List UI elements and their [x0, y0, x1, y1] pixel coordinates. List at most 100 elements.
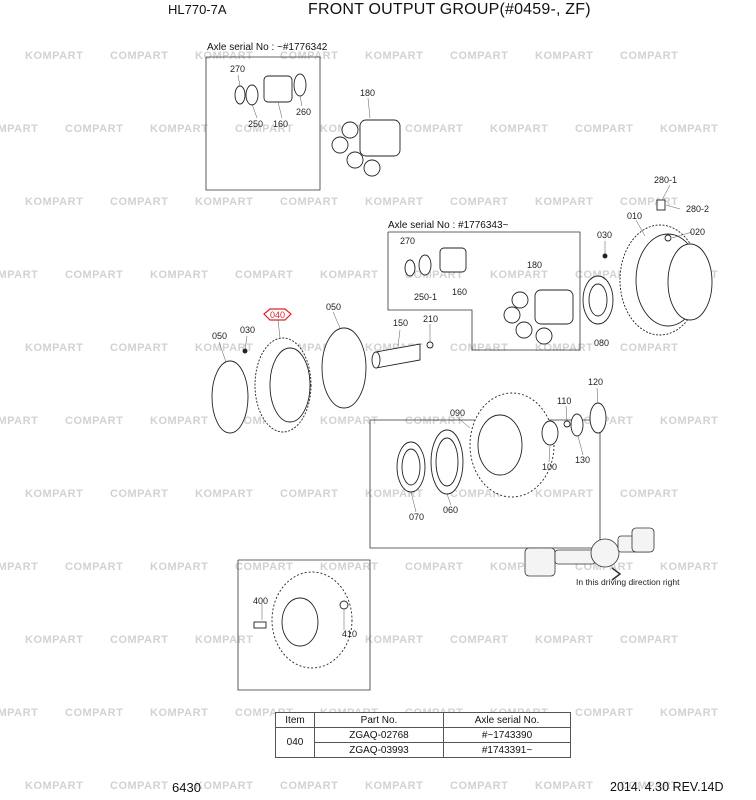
callout-270[interactable]: 270 [230, 64, 246, 74]
snap-ring-270a [234, 85, 246, 105]
watermark-text: COMPART [65, 415, 124, 427]
callout-280-1[interactable]: 280-1 [654, 175, 678, 185]
callout-020[interactable]: 020 [690, 227, 706, 237]
watermark-text: KOMPART [535, 488, 594, 500]
watermark-text: KOMPART [25, 342, 84, 354]
watermark-text: KOMPART [25, 196, 84, 208]
callout-070[interactable]: 070 [409, 512, 425, 522]
watermark-text: COMPART [405, 561, 464, 573]
watermark-text: COMPART [65, 707, 124, 719]
bearing-100 [541, 420, 559, 446]
watermark-text: KOMPART [320, 415, 379, 427]
watermark-text: COMPART [65, 123, 124, 135]
planet-carrier-180b [534, 289, 574, 325]
watermark-text: KOMPART [150, 415, 209, 427]
group-box-new-serial [387, 231, 581, 351]
carrier-pin [363, 159, 381, 177]
bolt-020 [664, 234, 672, 242]
watermark-text: COMPART [280, 50, 339, 62]
callout-150[interactable]: 150 [393, 318, 409, 328]
part-no-cell: ZGAQ-03993 [314, 742, 444, 758]
washer-250a [245, 84, 259, 106]
callout-030[interactable]: 030 [597, 230, 613, 240]
watermark-text: KOMPART [365, 50, 424, 62]
watermark-text: KOMPART [150, 561, 209, 573]
watermark-text: KOMPART [535, 780, 594, 792]
callout-030[interactable]: 030 [240, 325, 256, 335]
watermark-text: KOMPART [0, 561, 39, 573]
watermark-text: KOMPART [490, 123, 549, 135]
pin-110 [563, 420, 571, 428]
disc-120 [589, 402, 607, 434]
callout-180[interactable]: 180 [360, 88, 376, 98]
watermark-text: KOMPART [0, 707, 39, 719]
callout-090[interactable]: 090 [450, 408, 466, 418]
callout-180[interactable]: 180 [527, 260, 543, 270]
watermark-text: COMPART [620, 780, 679, 792]
carrier-pin [346, 151, 364, 169]
highlight-hexagon [263, 308, 292, 321]
watermark-text: COMPART [405, 415, 464, 427]
watermark-text: KOMPART [25, 50, 84, 62]
serial-note-old: Axle serial No : ~#1776342 [207, 42, 328, 53]
callout-280-2[interactable]: 280-2 [686, 204, 710, 214]
watermark-text: COMPART [280, 780, 339, 792]
serial-cell: #~1743390 [443, 727, 571, 743]
callout-050[interactable]: 050 [212, 331, 228, 341]
callout-160[interactable]: 160 [273, 119, 289, 129]
callout-110[interactable]: 110 [557, 396, 572, 406]
table-row: 040 ZGAQ-02768 #~1743390 [275, 727, 571, 758]
callout-270[interactable]: 270 [400, 236, 416, 246]
watermark-text: COMPART [620, 342, 679, 354]
page-number: 6430 [172, 780, 201, 795]
group-box-carrier [237, 559, 371, 691]
watermark-text: KOMPART [150, 707, 209, 719]
watermark-text: COMPART [235, 269, 294, 281]
watermark-text: KOMPART [0, 269, 39, 281]
watermark-text: KOMPART [535, 196, 594, 208]
planet-carrier-180a [359, 119, 401, 157]
watermark-text: KOMPART [490, 269, 549, 281]
watermark-text: COMPART [110, 634, 169, 646]
watermark-text: KOMPART [365, 196, 424, 208]
watermark-text: COMPART [575, 123, 634, 135]
carrier-pin [341, 121, 359, 139]
callout-040-highlighted[interactable]: 040 [270, 310, 286, 320]
carrier-pin [511, 291, 529, 309]
callout-260[interactable]: 260 [296, 107, 312, 117]
carrier-pin [535, 327, 553, 345]
callout-160[interactable]: 160 [452, 287, 468, 297]
watermark-text: COMPART [110, 780, 169, 792]
callout-010[interactable]: 010 [627, 211, 643, 221]
callout-400[interactable]: 400 [253, 596, 269, 606]
watermark-text: KOMPART [0, 123, 39, 135]
table-row: ZGAQ-03993 #1743391~ [276, 742, 571, 758]
watermark-text: KOMPART [195, 488, 254, 500]
watermark-text: KOMPART [535, 50, 594, 62]
watermark-text: KOMPART [25, 488, 84, 500]
watermark-text: KOMPART [660, 561, 719, 573]
revision-date: 2014. 4.30 REV.14D [610, 780, 724, 794]
carrier-pin [503, 306, 521, 324]
callout-130[interactable]: 130 [575, 455, 591, 465]
callout-050[interactable]: 050 [326, 302, 342, 312]
watermark-text: KOMPART [660, 415, 719, 427]
watermark-text: KOMPART [365, 780, 424, 792]
watermark-text: KOMPART [0, 415, 39, 427]
watermark-text: KOMPART [195, 342, 254, 354]
bearing-160a [263, 75, 293, 103]
o-ring-050r [321, 327, 367, 409]
callout-410[interactable]: 410 [342, 629, 358, 639]
callout-120[interactable]: 120 [588, 377, 604, 387]
serial-note-new: Axle serial No : #1776343~ [388, 220, 509, 231]
callout-250[interactable]: 250 [248, 119, 264, 129]
snap-ring-210 [426, 341, 434, 349]
callout-210[interactable]: 210 [423, 314, 439, 324]
callout-060[interactable]: 060 [443, 505, 459, 515]
callout-250-1[interactable]: 250-1 [414, 292, 438, 302]
callout-080[interactable]: 080 [594, 338, 610, 348]
model-code: HL770-7A [168, 2, 227, 17]
watermark-text: KOMPART [320, 561, 379, 573]
callout-100[interactable]: 100 [542, 462, 558, 472]
watermark-text: COMPART [110, 50, 169, 62]
